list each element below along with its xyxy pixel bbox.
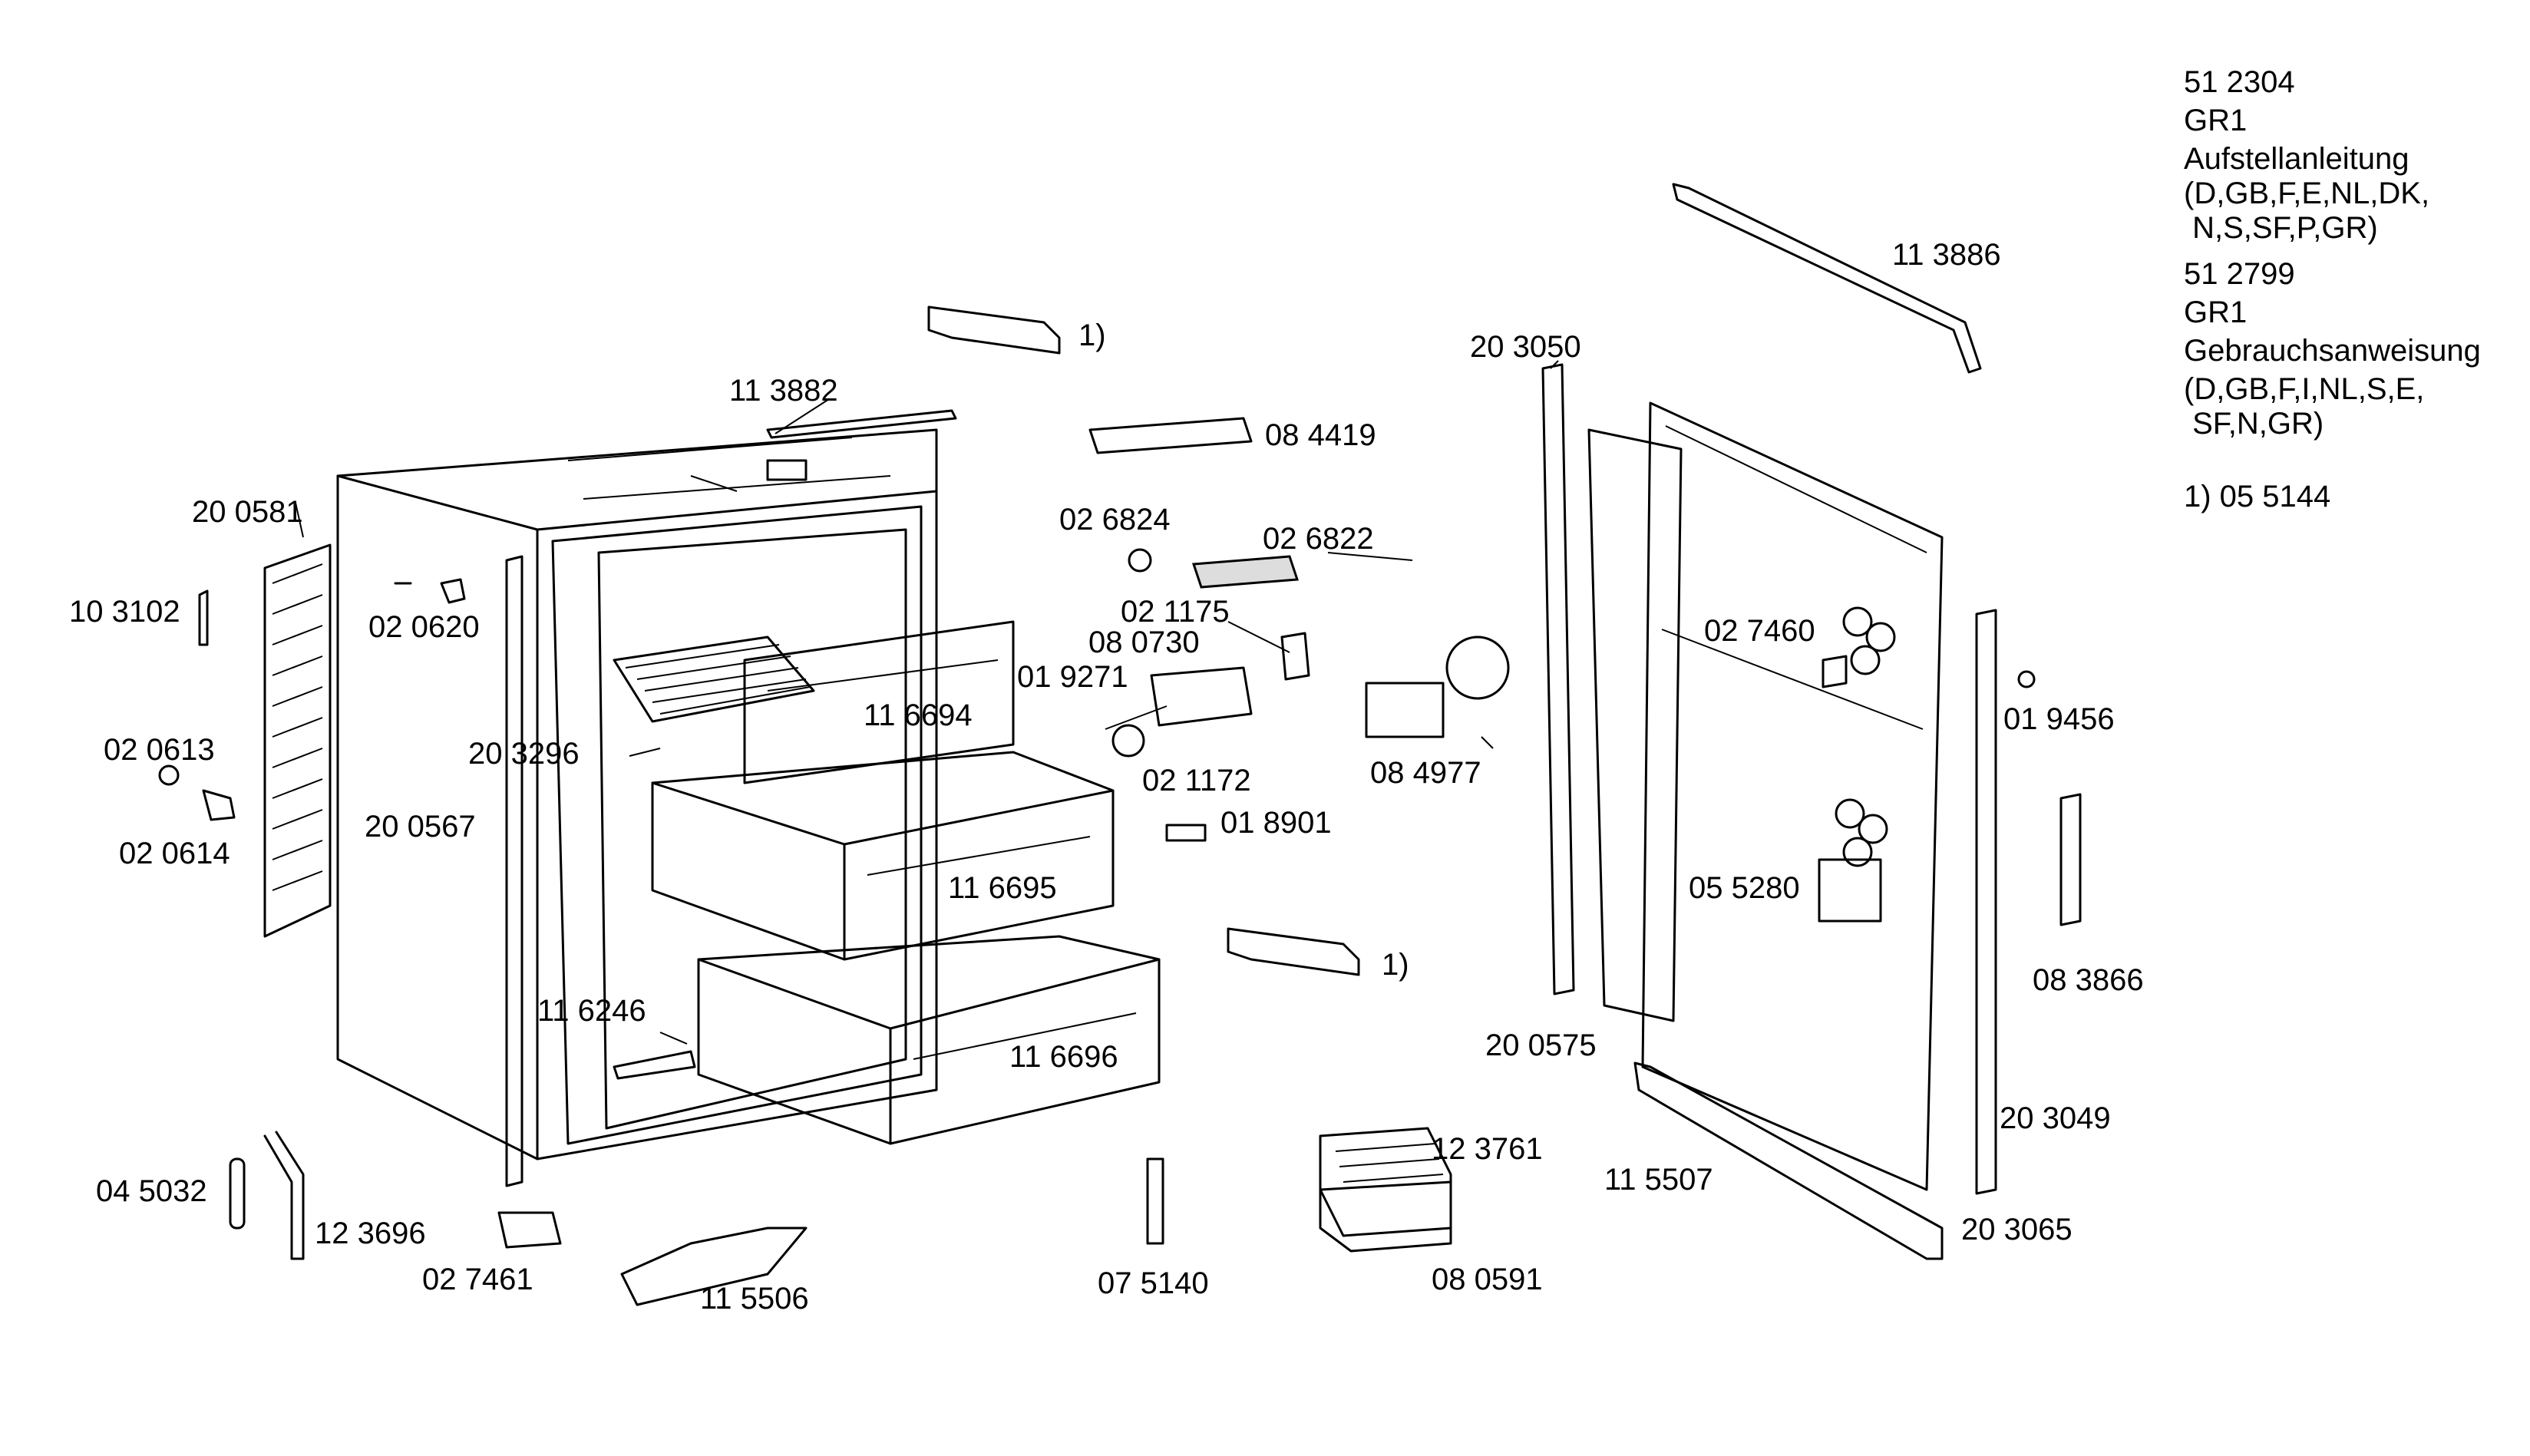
- strip-113882: [766, 409, 957, 439]
- ring-020613: [158, 764, 180, 786]
- knob-020614: [202, 789, 236, 821]
- label-045032: 04 5032: [96, 1174, 207, 1208]
- tube-045032: [229, 1157, 246, 1230]
- label-018901: 01 8901: [1220, 806, 1332, 840]
- label-123761: 12 3761: [1432, 1132, 1543, 1166]
- note-line-8: Gebrauchsanweisung: [2184, 334, 2481, 368]
- block-027461: [497, 1211, 562, 1249]
- label-026824: 02 6824: [1059, 503, 1171, 537]
- label-027460: 02 7460: [1704, 614, 1815, 648]
- label-020620: 02 0620: [368, 610, 480, 644]
- bolt-018901: [1165, 824, 1207, 842]
- label-080591: 08 0591: [1432, 1263, 1543, 1296]
- label-027461: 02 7461: [422, 1263, 533, 1296]
- profile-203049: [1975, 609, 1997, 1195]
- label-116246: 11 6246: [537, 994, 646, 1028]
- door-frame: [1587, 428, 1683, 1022]
- label-203049: 20 3049: [2000, 1101, 2111, 1135]
- part-labels: 11 3882 20 0581 10 3102 02 0620 02 0613 …: [69, 238, 2144, 1316]
- switch-021175: [1280, 632, 1310, 681]
- label-083866: 08 3866: [2033, 963, 2144, 997]
- note-line-6: 51 2799: [2184, 257, 2295, 291]
- label-203065: 20 3065: [1961, 1213, 2073, 1246]
- label-116695: 11 6695: [948, 871, 1057, 905]
- lamp-026822: [1191, 555, 1300, 589]
- label-020614: 02 0614: [119, 837, 230, 870]
- latch-027460: [1822, 655, 1848, 688]
- label-200581: 20 0581: [192, 495, 303, 529]
- label-113886: 11 3886: [1892, 238, 2001, 272]
- thermostat-084977: [1365, 682, 1445, 738]
- note-line-2: GR1: [2184, 104, 2247, 137]
- handle-103102: [198, 589, 209, 646]
- rail-113886: [1672, 183, 1982, 374]
- label-123696: 12 3696: [315, 1217, 426, 1250]
- drawer-116695: [651, 751, 1115, 961]
- hinge-083866: [2059, 793, 2082, 926]
- label-200575: 20 0575: [1485, 1028, 1597, 1062]
- label-021172: 02 1172: [1142, 764, 1251, 797]
- ring-021172: [1111, 724, 1145, 758]
- door-panel: [1641, 401, 1944, 1191]
- hinge-bottom: [1227, 927, 1360, 976]
- label-080730: 08 0730: [1088, 626, 1200, 659]
- note-line-10: SF,N,GR): [2184, 407, 2324, 441]
- label-026822: 02 6822: [1263, 522, 1374, 556]
- label-055280: 05 5280: [1689, 871, 1800, 905]
- screw-019456: [2017, 670, 2036, 688]
- profile-200567: [505, 555, 524, 1187]
- label-200567: 20 0567: [365, 810, 476, 844]
- label-019456: 01 9456: [2003, 702, 2115, 736]
- bracket-116246: [613, 1050, 696, 1080]
- ref-note-1-bottom: 1): [1382, 948, 1409, 982]
- profile-203050: [1541, 363, 1575, 995]
- housing-080730: [1150, 666, 1253, 727]
- label-075140: 07 5140: [1098, 1266, 1209, 1300]
- label-084419: 08 4419: [1265, 418, 1376, 452]
- hinge-top: [927, 305, 1061, 355]
- note-line-3: Aufstellanleitung: [2184, 142, 2409, 176]
- leader-lines: [295, 360, 1559, 1045]
- label-019271: 01 9271: [1017, 660, 1128, 694]
- label-203050: 20 3050: [1470, 330, 1581, 364]
- note-line-5: N,S,SF,P,GR): [2184, 211, 2378, 245]
- box-080591: [1319, 1180, 1452, 1253]
- thermometer-075140: [1146, 1157, 1164, 1245]
- label-021175: 02 1175: [1121, 595, 1230, 629]
- condenser-grill: [263, 543, 332, 938]
- manual-notes: 51 2304 GR1 Aufstellanleitung (D,GB,F,E,…: [2184, 65, 2481, 513]
- label-113882: 11 3882: [729, 374, 838, 408]
- cover-084419: [1088, 417, 1253, 454]
- knob-026824: [1128, 548, 1152, 573]
- rail-115507: [1633, 1061, 1944, 1260]
- plate-055280: [1818, 858, 1882, 923]
- wire-rack: [613, 636, 815, 723]
- drawer-116696: [697, 935, 1161, 1145]
- ref-note-1-top: 1): [1078, 319, 1106, 352]
- note-line-4: (D,GB,F,E,NL,DK,: [2184, 177, 2429, 210]
- label-116694: 11 6694: [864, 698, 973, 732]
- rail-115506: [620, 1227, 808, 1306]
- label-116696: 11 6696: [1009, 1040, 1118, 1074]
- label-115506: 11 5506: [700, 1282, 809, 1316]
- note-line-12: 1) 05 5144: [2184, 480, 2330, 513]
- label-203296: 20 3296: [468, 737, 580, 771]
- label-115507: 11 5507: [1604, 1163, 1713, 1197]
- note-line-1: 51 2304: [2184, 65, 2295, 99]
- note-line-7: GR1: [2184, 295, 2247, 329]
- screw-020620: [394, 578, 466, 604]
- drawer-116694: [743, 620, 1015, 784]
- label-084977: 08 4977: [1370, 756, 1481, 790]
- fridge-cabinet: [336, 428, 938, 1161]
- label-020613: 02 0613: [104, 733, 215, 767]
- burner-123696: [263, 1131, 305, 1260]
- label-103102: 10 3102: [69, 595, 180, 629]
- capillary-coil: [1445, 636, 1510, 700]
- note-line-9: (D,GB,F,I,NL,S,E,: [2184, 372, 2424, 406]
